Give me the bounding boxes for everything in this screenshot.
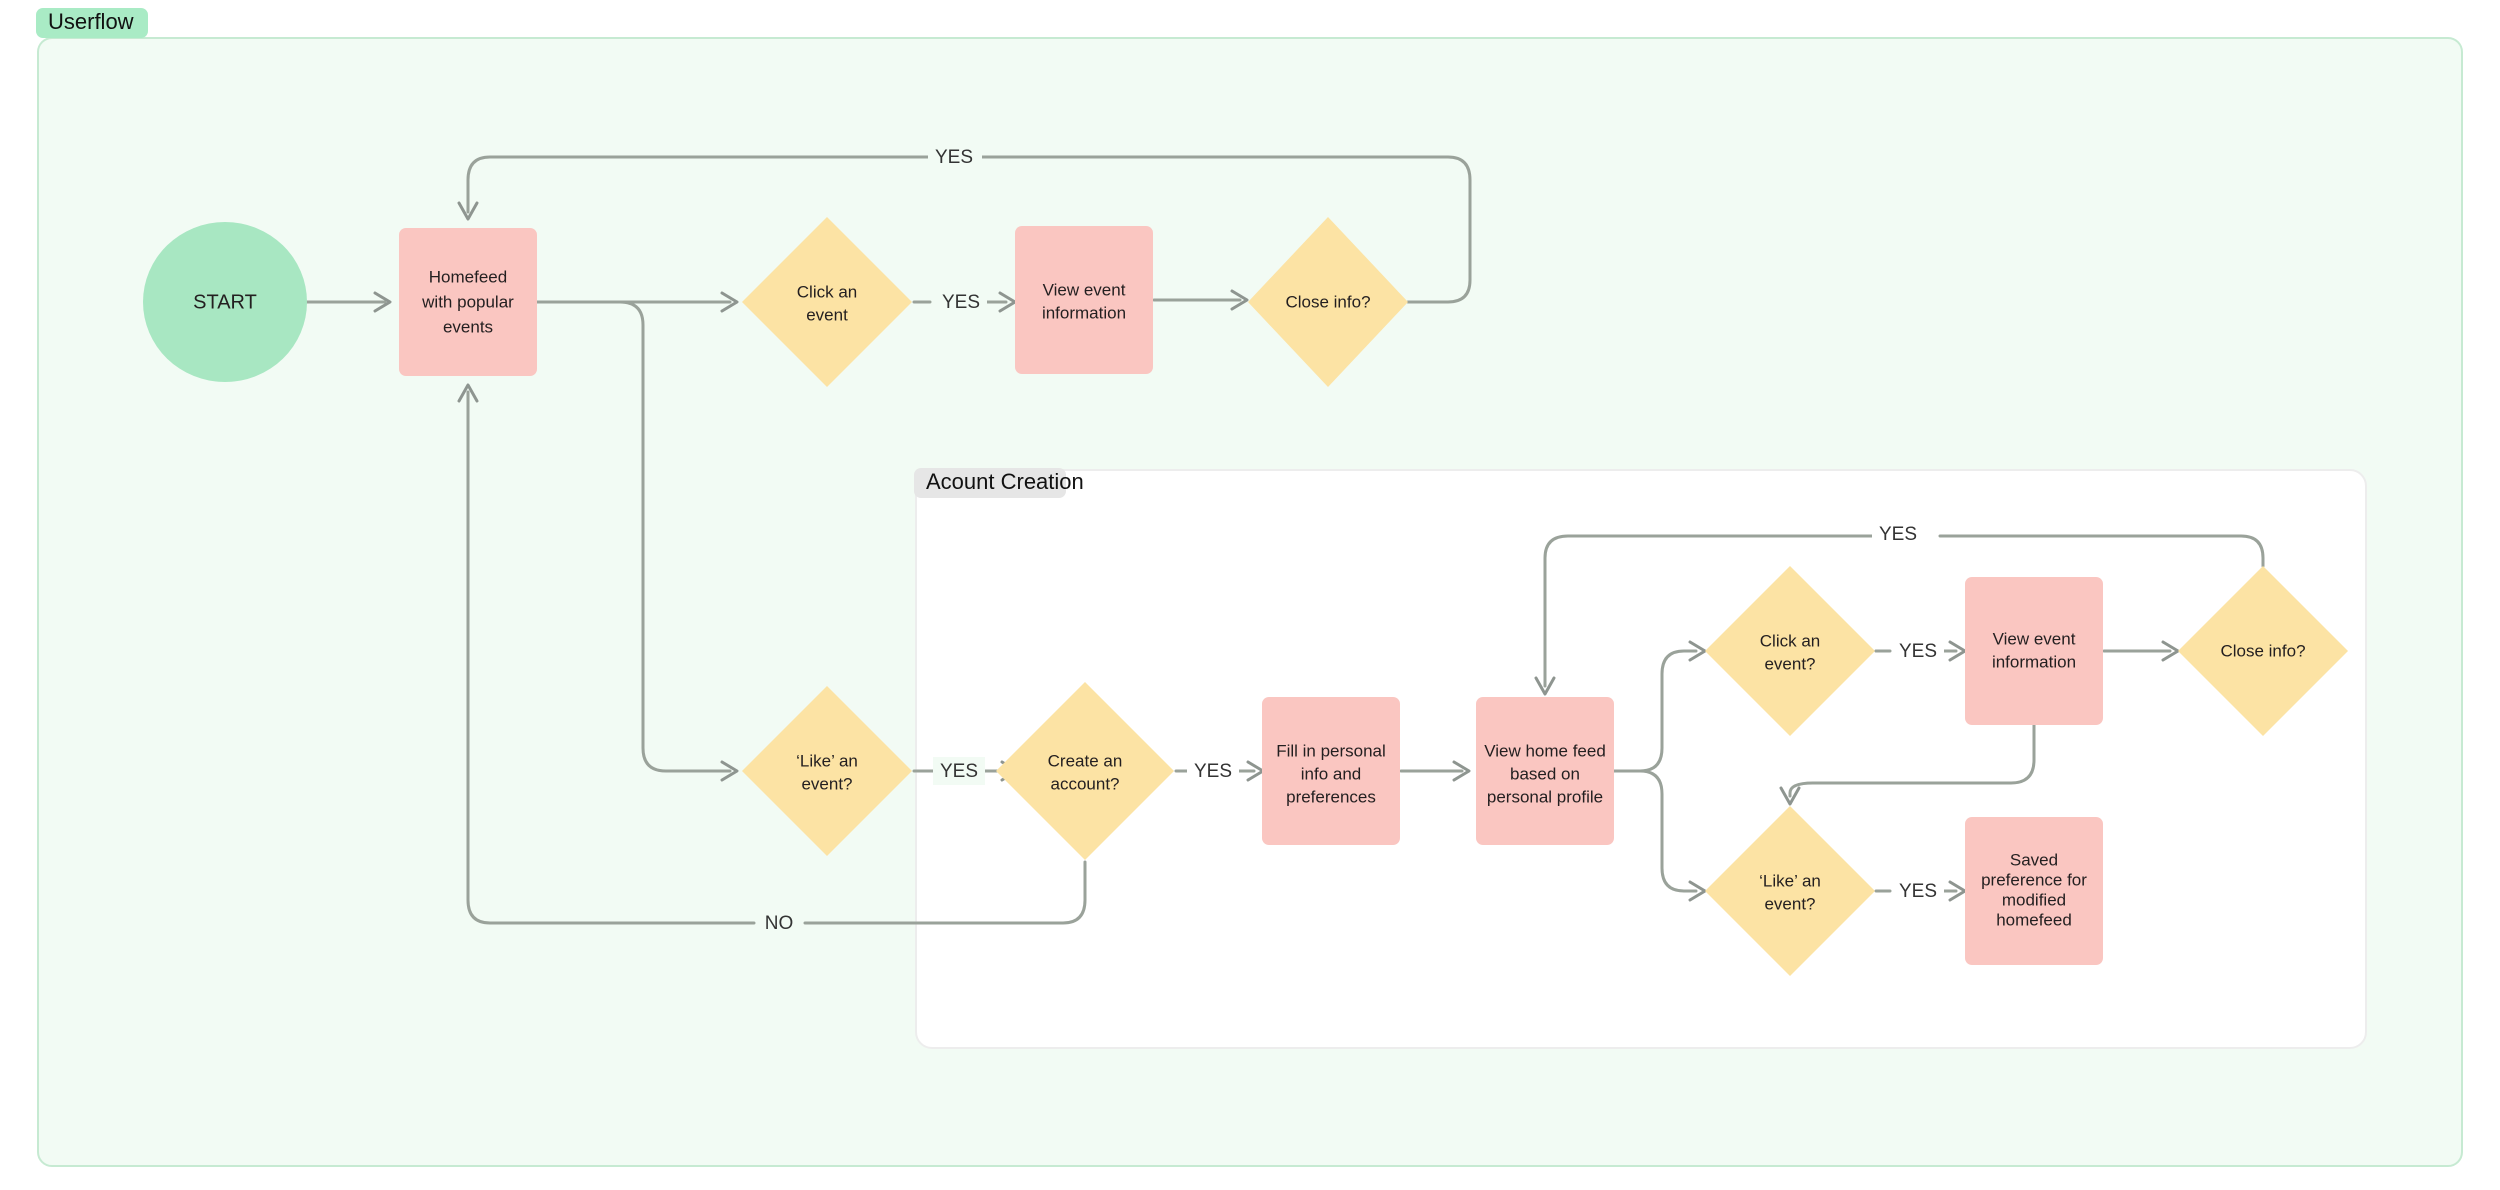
edge-homefeedprofile-to-click2 (1612, 649, 1698, 773)
edge-label-layer: YES YES YES YES YES YES YES NO (756, 143, 1944, 937)
edge-create-no-left (466, 390, 756, 925)
edge-label-yes-click-view-1: YES (942, 292, 980, 313)
create-account-line-2: account? (1051, 774, 1120, 793)
home-feed-profile-line-2: based on (1510, 764, 1580, 783)
node-fill-info[interactable]: Fill in personal info and preferences (1262, 697, 1400, 845)
home-feed-profile-rect[interactable] (1476, 697, 1614, 845)
click-event-1-diamond[interactable] (742, 217, 912, 387)
edge-label-bg-6 (1892, 877, 1944, 905)
homefeed-rect[interactable] (399, 228, 537, 376)
node-homefeed[interactable]: Homefeed with popular events (399, 228, 537, 376)
edge-close-yes-loop-left (466, 155, 932, 214)
edge-close2-yes-left (1543, 534, 1892, 688)
view-info-1-rect[interactable] (1015, 226, 1153, 374)
node-view-info-1[interactable]: View event information (1015, 226, 1153, 374)
edge-label-bg-5 (1892, 637, 1944, 665)
node-like-event-1[interactable]: ‘Like’ an event? (742, 686, 912, 856)
edge-label-bg-7 (756, 909, 802, 937)
start-ellipse[interactable] (143, 222, 307, 382)
edge-close-yes-loop-right (978, 155, 1472, 304)
node-close-info-2[interactable]: Close info? (2178, 566, 2348, 736)
click-event-1-line-2: event (806, 305, 848, 324)
node-home-feed-profile[interactable]: View home feed based on personal profile (1476, 697, 1614, 845)
close-info-2-diamond[interactable] (2178, 566, 2348, 736)
close-info-1-label: Close info? (1285, 292, 1370, 311)
like-event-1-line-2: event? (801, 774, 852, 793)
click-event-1-line-1: Click an (797, 282, 857, 301)
create-account-line-1: Create an (1048, 751, 1123, 770)
saved-pref-line-1: Saved (2010, 850, 2058, 869)
node-click-event-2[interactable]: Click an event? (1705, 566, 1875, 736)
account-creation-frame-label-bg (914, 468, 1066, 498)
arrowhead-loop-to-homefeed (457, 201, 479, 221)
edge-label-no-create-home: NO (765, 913, 794, 934)
arrowhead-view2-to-like2 (1779, 786, 1801, 806)
view-info-1-line-2: information (1042, 303, 1126, 322)
close-info-2-label: Close info? (2220, 641, 2305, 660)
homefeed-line-3: events (443, 317, 493, 336)
edge-homefeedprofile-to-like2 (1612, 769, 1698, 893)
homefeed-line-2: with popular (421, 292, 514, 311)
node-start[interactable]: START (143, 222, 307, 382)
click-event-2-diamond[interactable] (1705, 566, 1875, 736)
edge-label-yes-top-loop: YES (935, 147, 973, 168)
view-info-2-rect[interactable] (1965, 577, 2103, 725)
view-info-2-line-1: View event (1993, 629, 2076, 648)
fill-info-line-2: info and (1301, 764, 1362, 783)
userflow-frame-label-bg (36, 8, 148, 38)
view-info-1-line-1: View event (1043, 280, 1126, 299)
arrowhead-homefeed-to-like-event (720, 760, 739, 782)
saved-pref-line-3: modified (2002, 890, 2066, 909)
arrowhead-fill-to-homefeedprofile (1452, 760, 1471, 782)
edge-label-bg-3 (1187, 757, 1239, 785)
saved-pref-line-4: homefeed (1996, 910, 2072, 929)
edge-view2-to-like2 (1788, 723, 2036, 798)
close-info-1-diamond[interactable] (1248, 217, 1408, 387)
like-event-2-line-1: ‘Like’ an (1759, 871, 1821, 890)
node-create-account[interactable]: Create an account? (996, 682, 1174, 860)
saved-pref-line-2: preference for (1981, 870, 2087, 889)
edge-label-yes-group-top-loop: YES (1879, 524, 1917, 545)
node-view-info-2[interactable]: View event information (1965, 577, 2103, 725)
userflow-frame-label[interactable]: Userflow (48, 9, 134, 34)
arrowhead-view-to-close-1 (1230, 289, 1249, 311)
fill-info-line-1: Fill in personal (1276, 741, 1386, 760)
fill-info-rect[interactable] (1262, 697, 1400, 845)
click-event-2-line-1: Click an (1760, 631, 1820, 650)
home-feed-profile-line-3: personal profile (1487, 787, 1603, 806)
edge-close2-yes-right (1938, 534, 2265, 568)
home-feed-profile-line-1: View home feed (1484, 741, 1606, 760)
homefeed-line-1: Homefeed (429, 267, 507, 286)
arrowhead-homefeed-to-click-event (720, 291, 739, 313)
arrowhead-close2-loop-to-homefeedprofile (1534, 676, 1556, 696)
edge-create-no-right (803, 860, 1087, 925)
fill-info-line-3: preferences (1286, 787, 1376, 806)
node-like-event-2[interactable]: ‘Like’ an event? (1705, 806, 1875, 976)
edge-label-bg-0 (928, 143, 982, 171)
click-event-2-line-2: event? (1764, 654, 1815, 673)
edge-label-yes-click-view-2: YES (1899, 641, 1937, 662)
like-event-2-diamond[interactable] (1705, 806, 1875, 976)
arrowhead-start-to-homefeed (373, 291, 392, 313)
like-event-2-line-2: event? (1764, 894, 1815, 913)
node-close-info-1[interactable]: Close info? (1248, 217, 1408, 387)
start-label: START (193, 291, 257, 313)
arrowhead-no-to-homefeed (457, 383, 479, 403)
account-creation-frame-label[interactable]: Acount Creation (926, 469, 1084, 494)
edge-label-yes-create-fill: YES (1194, 761, 1232, 782)
edge-label-bg-2 (933, 757, 985, 785)
node-click-event-1[interactable]: Click an event (742, 217, 912, 387)
node-saved-pref[interactable]: Saved preference for modified homefeed (1965, 817, 2103, 965)
edge-label-yes-like-create: YES (940, 761, 978, 782)
edge-label-bg-1 (935, 288, 987, 316)
edge-label-bg-4 (1872, 520, 1924, 548)
saved-pref-rect[interactable] (1965, 817, 2103, 965)
like-event-1-diamond[interactable] (742, 686, 912, 856)
connector-layer (305, 155, 2265, 925)
like-event-1-line-1: ‘Like’ an (796, 751, 858, 770)
edge-label-yes-like-saved: YES (1899, 881, 1937, 902)
view-info-2-line-2: information (1992, 652, 2076, 671)
create-account-diamond[interactable] (996, 682, 1174, 860)
